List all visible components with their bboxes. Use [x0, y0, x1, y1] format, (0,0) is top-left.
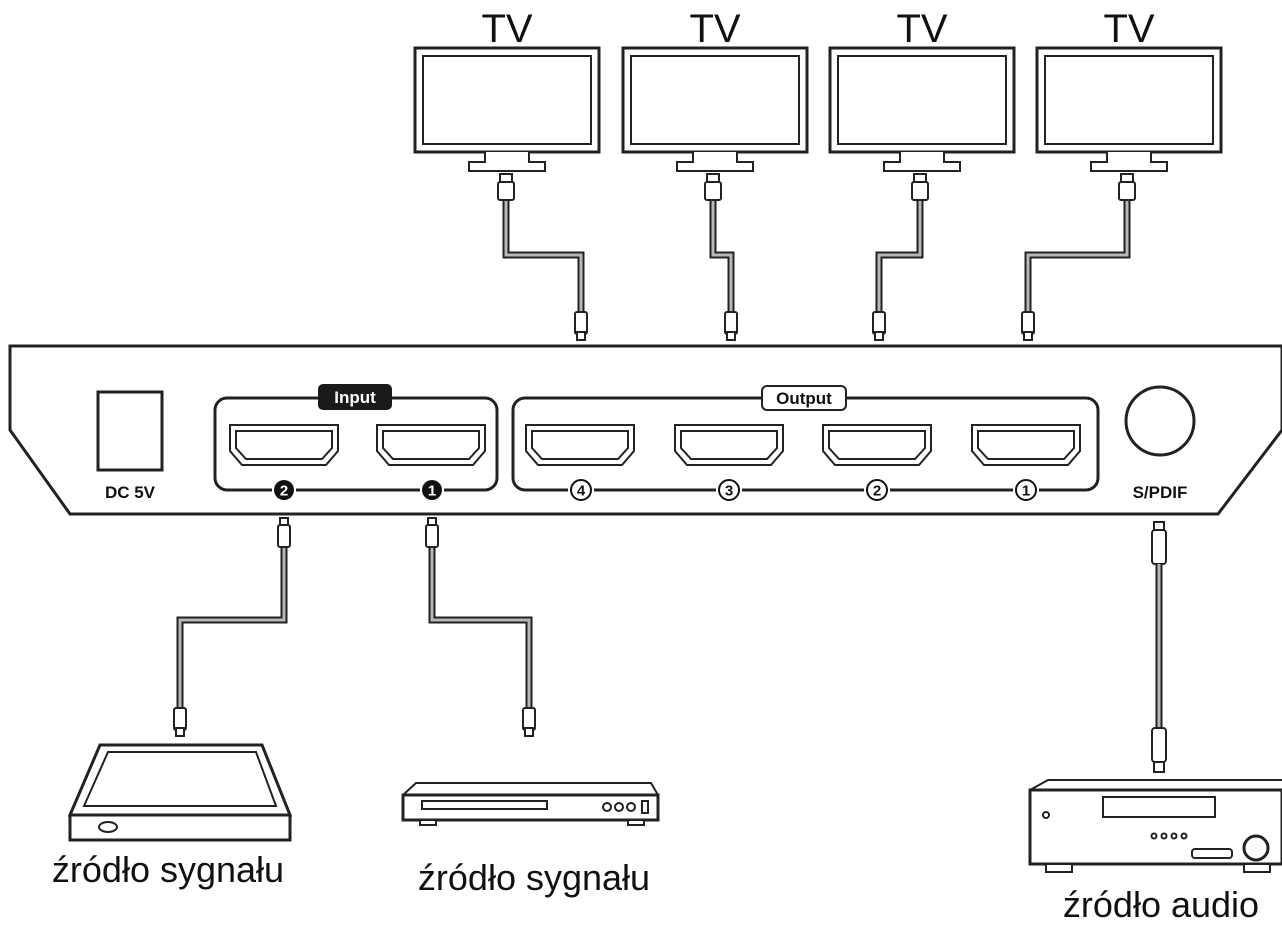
output-number-3: 3 [716, 479, 742, 501]
set-top-box [67, 743, 293, 842]
dc-power-port: DC 5V [96, 390, 164, 502]
volume-knob-icon [1242, 834, 1270, 862]
output-label: Output [776, 389, 832, 408]
svg-text:4: 4 [577, 483, 586, 500]
output-cable-1 [1021, 173, 1136, 341]
tv-4: TV [413, 7, 601, 172]
hdmi-input-2 [229, 424, 339, 466]
svg-text:1: 1 [428, 483, 436, 500]
output-number-1: 1 [1013, 479, 1039, 501]
hdmi-input-1 [376, 424, 486, 466]
output-cable-4 [497, 173, 588, 341]
svg-text:3: 3 [725, 483, 733, 500]
spdif-label: S/PDIF [1133, 483, 1188, 502]
svg-text:2: 2 [280, 483, 288, 500]
caption-source-left: źródło sygnału [52, 849, 284, 890]
output-cable-3 [704, 173, 738, 341]
hdmi-output-3 [674, 424, 784, 466]
input-label: Input [334, 388, 376, 407]
tv-label: TV [896, 7, 947, 51]
input-cable-1 [425, 517, 536, 737]
input-number-1: 1 [420, 480, 444, 502]
tv-screen-inner [837, 55, 1007, 145]
tv-1: TV [1035, 7, 1223, 172]
output-pill [761, 385, 847, 411]
tv-label: TV [1103, 7, 1154, 51]
input-number-2: 2 [272, 480, 296, 502]
hdmi-output-1 [971, 424, 1081, 466]
svg-text:1: 1 [1022, 483, 1030, 500]
tv-label: TV [481, 7, 532, 51]
tv-screen-inner [422, 55, 592, 145]
output-port-group: Output 4 [511, 385, 1100, 501]
tv-label: TV [689, 7, 740, 51]
power-light-icon [98, 821, 118, 833]
input-port-group: Input 2 1 [213, 384, 499, 502]
input-cable-2 [173, 517, 291, 737]
caption-audio: źródło audio [1063, 884, 1259, 925]
disc-tray [421, 800, 548, 810]
tv-3: TV [621, 7, 809, 172]
input-pill [318, 384, 392, 410]
hdmi-output-4 [525, 424, 635, 466]
dvd-player [401, 782, 660, 826]
receiver-display [1102, 796, 1216, 818]
output-number-4: 4 [568, 479, 594, 501]
tv-screen-inner [630, 55, 800, 145]
output-cable-2 [872, 173, 929, 341]
tv-stand [468, 152, 546, 172]
tv-2: TV [828, 7, 1016, 172]
tv-stand [883, 152, 961, 172]
hdmi-output-2 [822, 424, 932, 466]
tv-screen-inner [1044, 55, 1214, 145]
dc-label: DC 5V [105, 483, 156, 502]
svg-text:2: 2 [873, 483, 881, 500]
caption-source-middle: źródło sygnału [418, 857, 650, 898]
splitter-device: DC 5V Input 2 1 [8, 344, 1282, 516]
tv-stand [676, 152, 754, 172]
tv-stand [1090, 152, 1168, 172]
av-receiver [1028, 779, 1282, 873]
audio-cable [1151, 521, 1167, 773]
output-number-2: 2 [864, 479, 890, 501]
spdif-port: S/PDIF [1124, 385, 1196, 502]
